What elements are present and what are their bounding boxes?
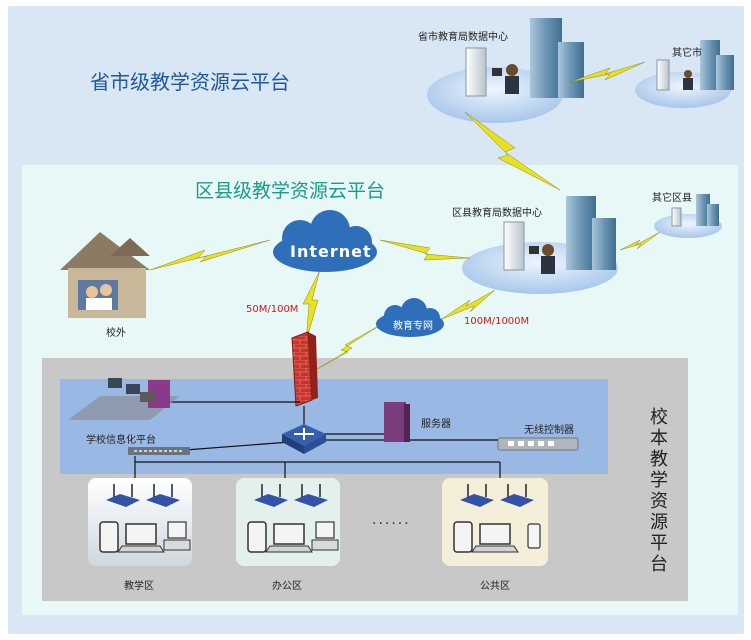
access-point-icon xyxy=(106,484,140,507)
desktop-computer-icon xyxy=(311,521,339,551)
laptop-icon xyxy=(471,523,519,553)
school-info-platform-icon xyxy=(68,378,180,420)
lightning-links xyxy=(149,61,661,373)
other-city-icon xyxy=(635,40,734,108)
district-center-label: 区县教育局数据中心 xyxy=(452,208,542,219)
link-internet-district xyxy=(379,239,471,261)
other-district-label: 其它区县 xyxy=(652,193,692,204)
off-campus-house-icon xyxy=(60,232,150,318)
provincial-data-center-icon xyxy=(427,18,584,123)
school-info-platform-label: 学校信息化平台 xyxy=(86,435,156,446)
district-platform-title: 区县级教学资源云平台 xyxy=(195,180,386,202)
tablet-icon xyxy=(99,521,119,553)
edu-network-cloud-icon xyxy=(376,298,444,337)
zone-devices xyxy=(99,484,541,553)
firewall-icon xyxy=(291,331,318,407)
access-switch-icon xyxy=(128,447,190,455)
core-switch-icon xyxy=(282,424,326,454)
link-house-internet xyxy=(149,239,271,271)
access-point-icon xyxy=(146,484,180,507)
other-city-label: 其它市 xyxy=(672,48,702,59)
zone-public-devices xyxy=(453,484,541,553)
provincial-center-label: 省市教育局数据中心 xyxy=(418,32,508,43)
laptop-icon xyxy=(265,523,313,553)
link-provincial-district xyxy=(464,111,561,191)
school-platform-title: 校本教学资源平台 xyxy=(650,407,668,575)
zone-label-public: 公共区 xyxy=(480,581,510,592)
provincial-platform-title: 省市级教学资源云平台 xyxy=(90,70,290,94)
internet-bandwidth-label: 50M/100M xyxy=(246,304,299,315)
internet-label: Internet xyxy=(290,242,372,261)
phone-icon xyxy=(527,523,541,549)
edu-bandwidth-label: 100M/1000M xyxy=(464,316,530,327)
laptop-icon xyxy=(117,523,165,553)
tablet-icon xyxy=(453,521,473,553)
link-provincial-othercity xyxy=(569,61,646,83)
wireless-controller-label: 无线控制器 xyxy=(524,425,574,436)
link-district-otherdistrict xyxy=(619,231,661,251)
desktop-computer-icon xyxy=(163,521,191,551)
zone-label-office: 办公区 xyxy=(272,581,302,592)
ellipsis-more-zones: ...... xyxy=(372,512,411,528)
access-point-icon xyxy=(500,484,534,507)
lan-cables xyxy=(134,401,510,492)
edu-network-label: 教育专网 xyxy=(393,321,433,332)
server-label: 服务器 xyxy=(421,419,451,430)
link-edunet-district xyxy=(439,289,496,321)
access-point-icon xyxy=(460,484,494,507)
access-point-icon xyxy=(294,484,328,507)
wireless-controller-icon xyxy=(497,437,579,451)
server-icon xyxy=(384,402,410,442)
other-district-icon xyxy=(654,194,722,238)
zone-teaching-devices xyxy=(99,484,191,553)
internet-cloud-icon xyxy=(273,210,377,272)
access-point-icon xyxy=(254,484,288,507)
zone-label-teaching: 教学区 xyxy=(124,581,154,592)
district-data-center-icon xyxy=(462,196,618,294)
tablet-icon xyxy=(247,521,267,553)
zone-office-devices xyxy=(247,484,339,553)
off-campus-label: 校外 xyxy=(106,328,126,339)
